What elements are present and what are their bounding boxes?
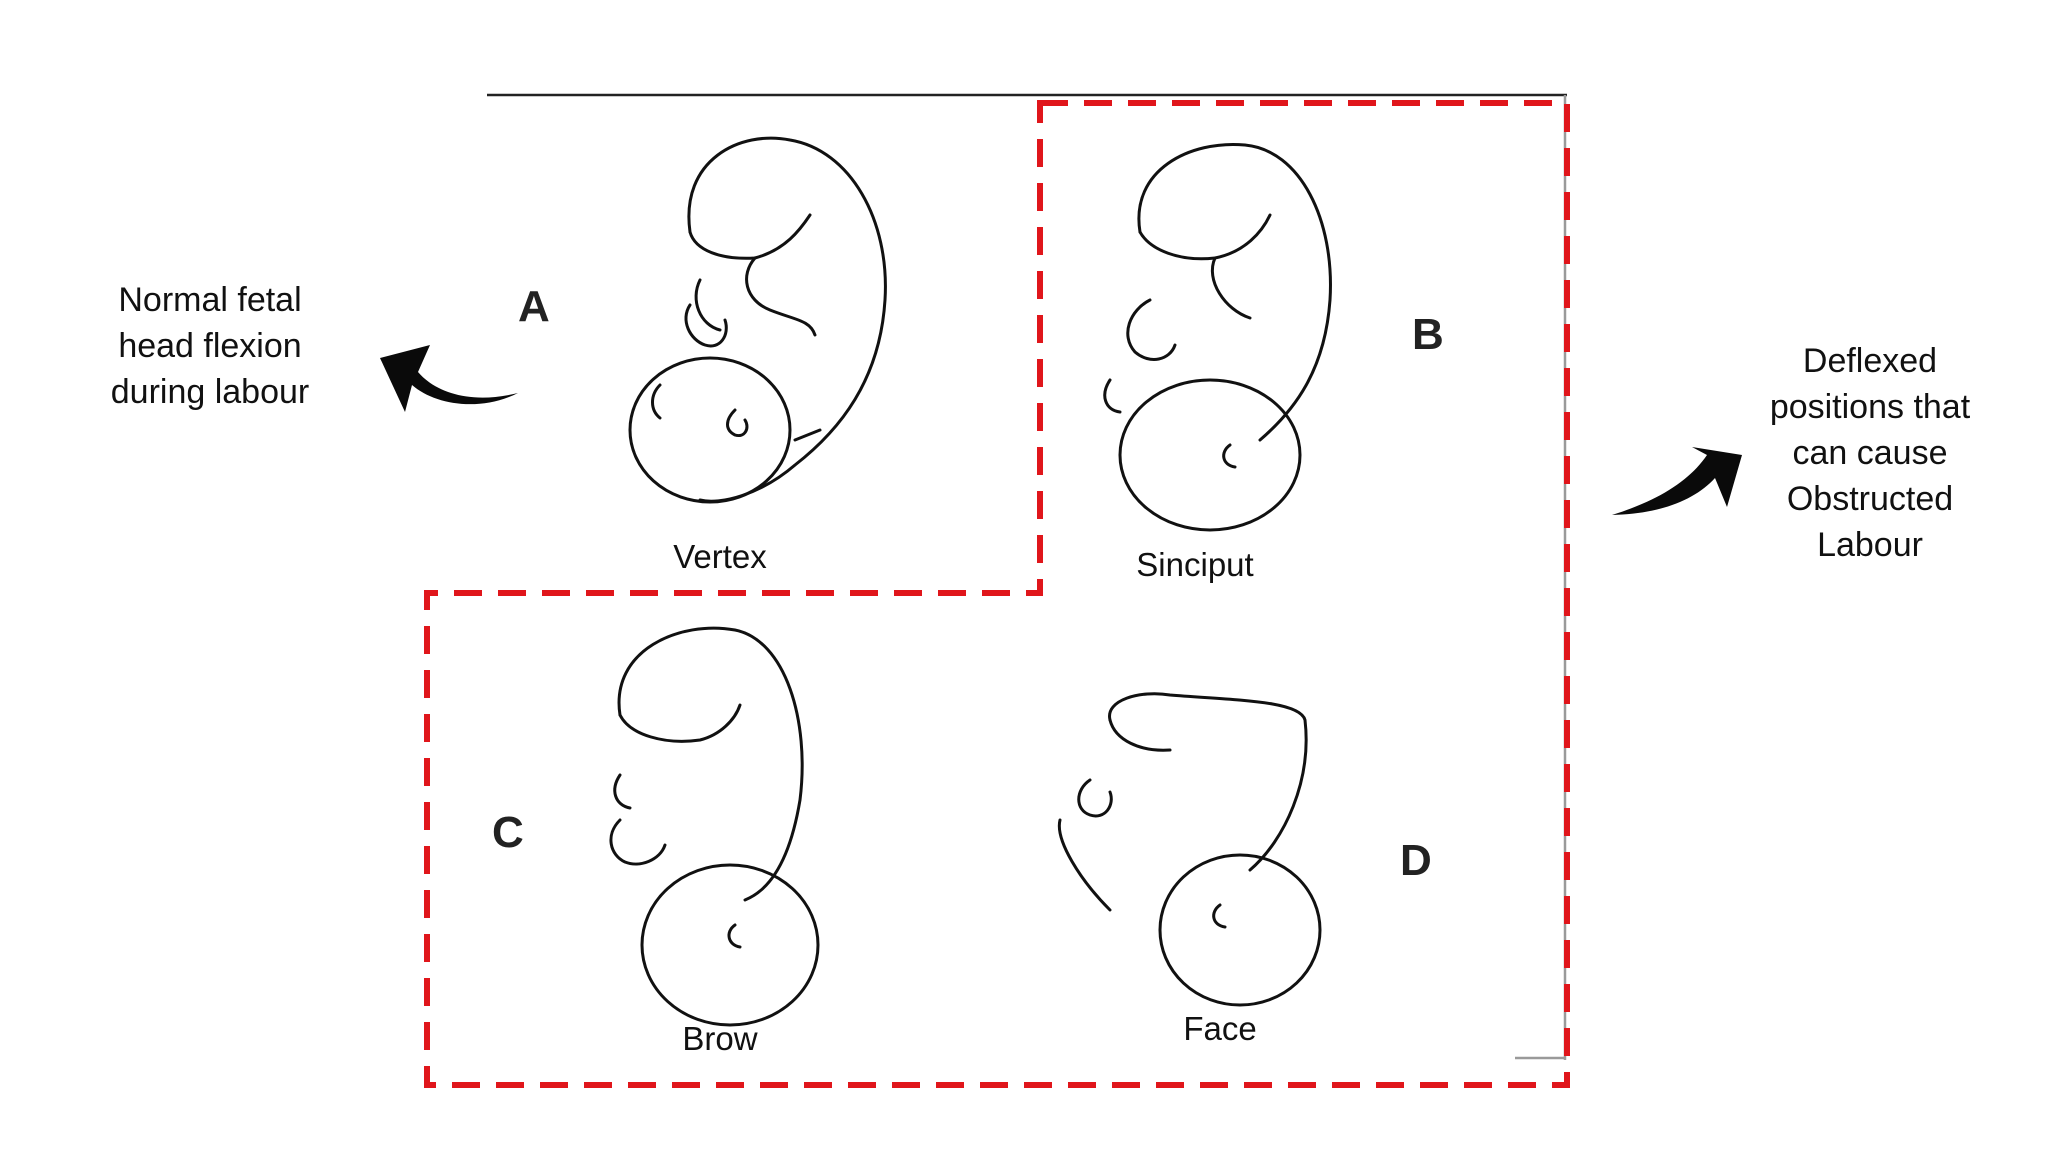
right-note-line: Deflexed bbox=[1802, 342, 1938, 380]
fetus-brow-illustration bbox=[609, 626, 820, 1027]
deflexed-group-border bbox=[424, 100, 1570, 1088]
figure-letter-d: D bbox=[1400, 836, 1432, 885]
fetus-face-illustration bbox=[1057, 692, 1322, 1007]
left-note-line: Normal fetal bbox=[118, 281, 302, 319]
caption-vertex: Vertex bbox=[673, 538, 767, 575]
left-note: Normal fetal head flexion during labour bbox=[90, 277, 330, 415]
left-note-line: during labour bbox=[110, 373, 310, 411]
right-arrow-icon bbox=[1612, 447, 1742, 515]
caption-sinciput: Sinciput bbox=[1136, 546, 1254, 583]
caption-brow: Brow bbox=[682, 1020, 758, 1057]
fetus-sinciput-illustration bbox=[1103, 142, 1332, 532]
fetus-vertex-illustration bbox=[628, 136, 887, 504]
caption-face: Face bbox=[1183, 1010, 1257, 1047]
figure-letter-c: C bbox=[492, 808, 524, 857]
left-note-line: head flexion bbox=[118, 327, 302, 365]
figure-letter-a: A bbox=[518, 282, 550, 331]
right-note-line: Obstructed bbox=[1786, 480, 1954, 518]
right-note: Deflexed positions that can cause Obstru… bbox=[1750, 338, 1990, 568]
right-note-line: can cause bbox=[1792, 434, 1948, 472]
left-arrow-icon bbox=[380, 345, 518, 412]
right-note-line: positions that bbox=[1769, 388, 1971, 426]
figure-letter-b: B bbox=[1412, 310, 1444, 359]
right-note-line: Labour bbox=[1817, 526, 1923, 564]
